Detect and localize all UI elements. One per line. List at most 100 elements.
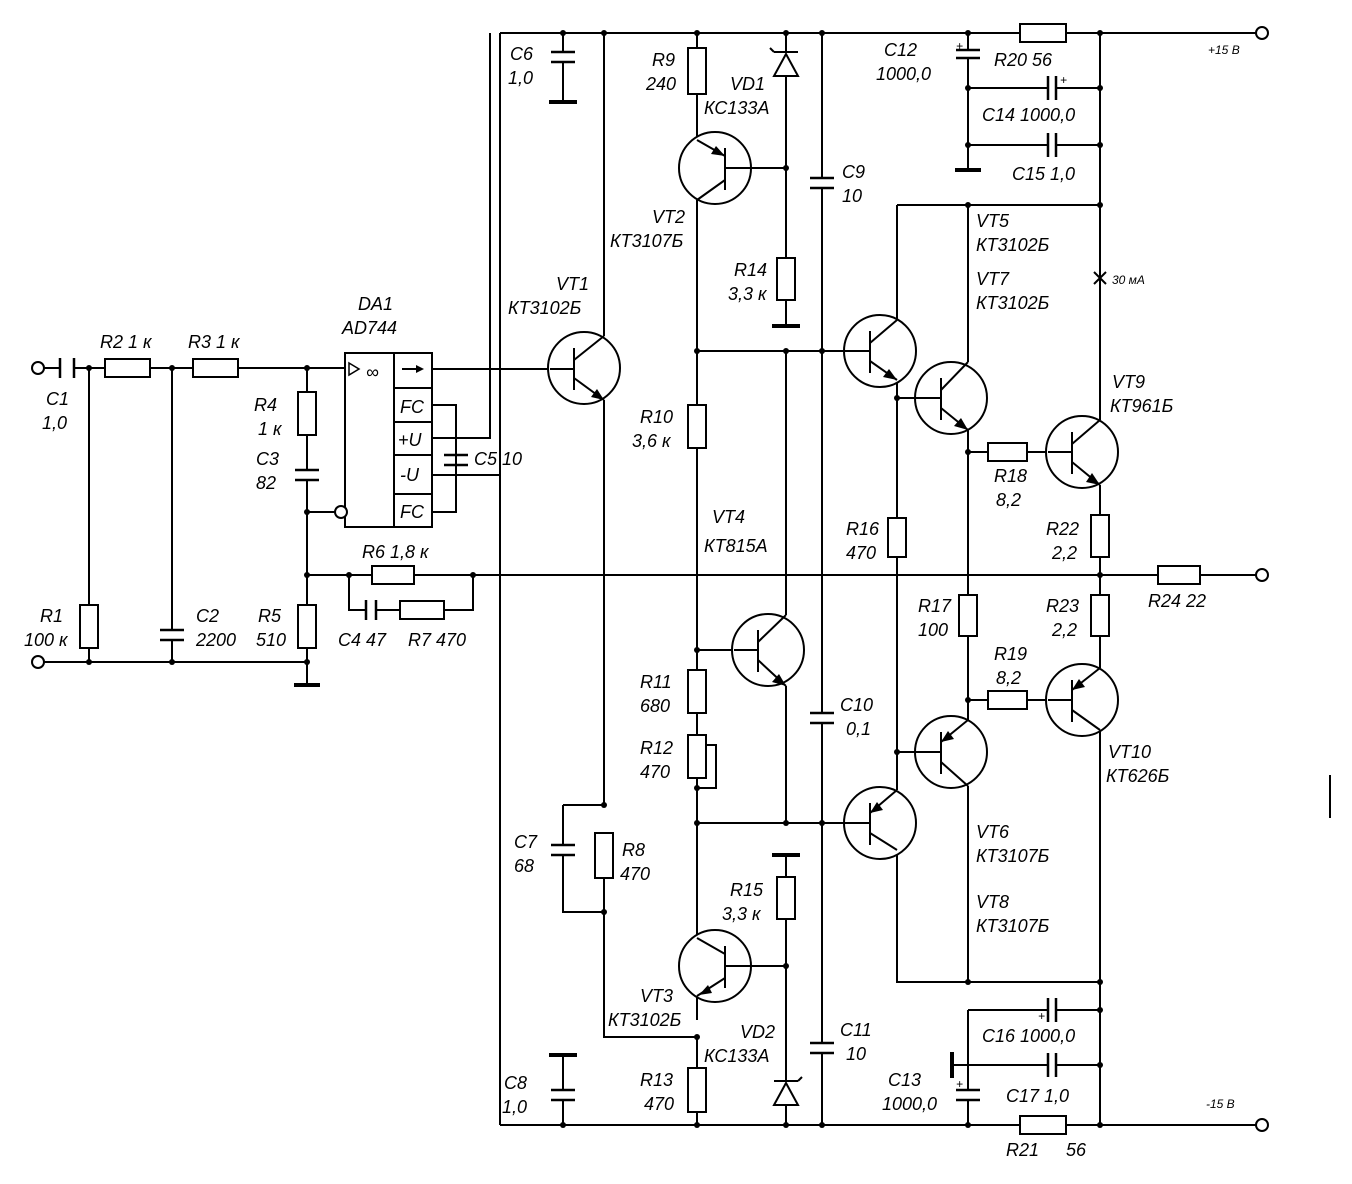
current-measure-cross-icon: [1093, 271, 1107, 285]
vt7-npn-transistor-icon: [914, 361, 988, 435]
vt8-label: VT8: [976, 892, 1009, 912]
junctions: [86, 30, 1103, 1128]
c1-value: 1,0: [42, 413, 67, 433]
vt6-label: VT6: [976, 822, 1010, 842]
pin-infinity: ∞: [366, 362, 379, 382]
c3-label: C3: [256, 449, 279, 469]
c12-plus: +: [956, 39, 963, 53]
wires: [44, 32, 1258, 1126]
c4-symbol: [364, 600, 378, 620]
r4-label: R4: [254, 395, 277, 415]
c2-label: C2: [196, 606, 219, 626]
vt1-npn-transistor-icon: [547, 331, 621, 405]
output-terminal: [1255, 568, 1269, 582]
r15-body: [776, 876, 796, 920]
vt10-pnp-transistor-icon: [1045, 663, 1119, 737]
r16-value: 470: [846, 543, 876, 563]
da1-opamp: [334, 352, 433, 528]
r23-body: [1090, 594, 1110, 637]
vt8-pnp-transistor-icon: [843, 786, 917, 860]
r3-body: [192, 358, 239, 378]
r16-body: [887, 517, 907, 558]
vt9-label: VT9: [1112, 372, 1145, 392]
c17-symbol: [1046, 1053, 1058, 1077]
c5-symbol: [444, 453, 468, 467]
vd2-label: VD2: [740, 1022, 775, 1042]
vt6-pnp-transistor-icon: [914, 715, 988, 789]
r2-body: [104, 358, 151, 378]
vd2-type: КС133А: [704, 1046, 769, 1066]
vt2-label: VT2: [652, 207, 685, 227]
transistors: [547, 131, 1119, 1003]
vt5-label: VT5: [976, 211, 1010, 231]
r21-body: [1019, 1115, 1067, 1135]
r2-label: R2 1 к: [100, 332, 153, 352]
c1-label: C1: [46, 389, 69, 409]
c7-value: 68: [514, 856, 534, 876]
vd2-zener-icon: [772, 1076, 803, 1106]
r11-label: R11: [640, 672, 672, 692]
vt3-type: КТ3102Б: [608, 1010, 682, 1030]
c7-symbol: [551, 843, 575, 857]
r6-label: R6 1,8 к: [362, 542, 430, 562]
r10-label: R10: [640, 407, 673, 427]
c12-label: C12: [884, 40, 917, 60]
r14-label: R14: [734, 260, 767, 280]
r19-label: R19: [994, 644, 1027, 664]
r10-body: [687, 404, 707, 449]
r19-body: [987, 690, 1028, 710]
r15-label: R15: [730, 880, 764, 900]
resistors: [79, 23, 1201, 1135]
vpos-terminal: [1255, 26, 1269, 40]
vt3-npn-transistor-icon: [678, 929, 752, 1003]
vt4-label: VT4: [712, 507, 745, 527]
da1-label: DA1: [358, 294, 393, 314]
r23-label: R23: [1046, 596, 1079, 616]
r22-label: R22: [1046, 519, 1079, 539]
r13-label: R13: [640, 1070, 673, 1090]
r20-body: [1019, 23, 1067, 43]
c9-label: C9: [842, 162, 865, 182]
r5-value: 510: [256, 630, 286, 650]
r17-value: 100: [918, 620, 948, 640]
c1-symbol: [58, 358, 76, 378]
vt6-type: КТ3107Б: [976, 846, 1050, 866]
r5-body: [297, 604, 317, 649]
r9-value: 240: [645, 74, 676, 94]
c14-symbol: [1046, 76, 1058, 100]
r8-label: R8: [622, 840, 645, 860]
r5-label: R5: [258, 606, 282, 626]
c12-symbol: [956, 48, 980, 60]
current-label: 30 мА: [1112, 273, 1145, 287]
vt2-type: КТ3107Б: [610, 231, 684, 251]
vt2-pnp-transistor-icon: [678, 131, 752, 205]
r17-label: R17: [918, 596, 952, 616]
c10-label: C10: [840, 695, 873, 715]
da1-type: AD744: [341, 318, 397, 338]
vt9-type: КТ961Б: [1110, 396, 1174, 416]
r12-value: 470: [640, 762, 670, 782]
r8-body: [594, 832, 614, 879]
c4-label: C4 47: [338, 630, 387, 650]
r14-body: [776, 257, 796, 301]
vt9-npn-transistor-icon: [1045, 415, 1119, 489]
c15-label: C15 1,0: [1012, 164, 1075, 184]
vd1-label: VD1: [730, 74, 765, 94]
ground-terminal: [31, 655, 45, 669]
vt1-type: КТ3102Б: [508, 298, 582, 318]
inverting-input-circle: [334, 505, 348, 519]
r7-body: [399, 600, 445, 620]
r9-label: R9: [652, 50, 675, 70]
vt10-label: VT10: [1108, 742, 1151, 762]
c8-value: 1,0: [502, 1097, 527, 1117]
c13-value: 1000,0: [882, 1094, 937, 1114]
r7-label: R7 470: [408, 630, 466, 650]
pin-plus-u: +U: [398, 430, 423, 450]
zener-diodes: [769, 47, 803, 1106]
c7-label: C7: [514, 832, 538, 852]
r17-body: [958, 594, 978, 637]
pin-minus-u: -U: [400, 465, 420, 485]
r1-value: 100 к: [24, 630, 69, 650]
r21-value: 56: [1066, 1140, 1087, 1160]
